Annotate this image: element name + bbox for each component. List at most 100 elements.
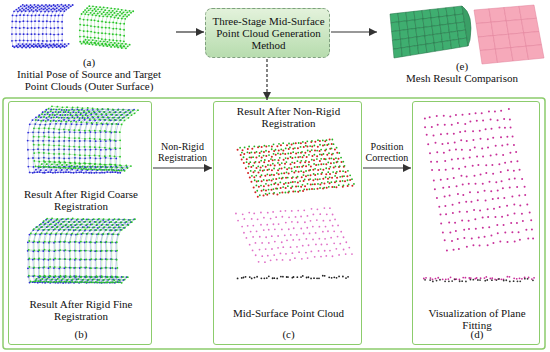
cloud-point xyxy=(119,227,121,229)
cloud-point xyxy=(54,172,56,174)
cloud-point xyxy=(107,41,109,43)
cloud-point xyxy=(88,279,90,281)
cloud-point xyxy=(69,258,71,260)
cloud-point xyxy=(304,179,306,181)
cloud-mesh-line xyxy=(39,219,57,282)
cloud-point xyxy=(101,43,103,45)
cloud-point xyxy=(308,161,310,163)
cloud-point xyxy=(63,145,65,147)
cloud-mesh-line xyxy=(47,218,135,220)
cloud-point xyxy=(268,145,270,147)
cloud-point xyxy=(243,162,245,164)
cloud-point xyxy=(35,117,37,119)
cloud-point xyxy=(248,166,250,168)
cloud-point xyxy=(22,43,24,45)
cloud-point xyxy=(66,169,68,171)
cloud-point xyxy=(106,123,108,125)
cloud-point xyxy=(349,179,351,181)
cloud-point xyxy=(47,225,49,227)
cloud-point xyxy=(286,172,288,174)
cloud-point xyxy=(51,217,53,219)
cloud-point xyxy=(70,162,72,164)
cloud-point xyxy=(114,119,116,121)
cloud-point xyxy=(300,152,302,154)
cloud-point xyxy=(276,193,278,195)
cloud-point xyxy=(84,221,86,223)
cloud-point xyxy=(57,34,59,36)
cloud-point xyxy=(53,20,55,22)
cloud-point xyxy=(305,170,307,172)
cloud-point xyxy=(84,138,86,140)
cloud-point xyxy=(271,169,273,171)
cloud-point xyxy=(104,130,106,132)
cloud-point xyxy=(263,155,265,157)
cloud-point xyxy=(330,162,332,164)
cloud-point xyxy=(35,14,37,16)
cloud-point xyxy=(281,177,283,179)
cloud-point xyxy=(106,12,108,14)
cloud-point xyxy=(46,218,48,220)
cloud-point xyxy=(268,151,270,153)
cloud-point xyxy=(116,40,118,42)
cloud-point xyxy=(88,169,90,171)
cloud-point xyxy=(61,21,63,23)
cloud-point xyxy=(294,162,296,164)
cloud-point xyxy=(112,33,114,35)
cloud-point xyxy=(59,249,61,251)
cloud-point xyxy=(46,20,48,22)
cloud-point xyxy=(263,169,265,171)
cloud-point xyxy=(118,233,120,235)
cloud-point xyxy=(99,172,101,174)
cloud-point xyxy=(109,131,111,133)
cloud-point xyxy=(121,124,123,126)
cloud-point xyxy=(95,6,97,8)
cloud-point xyxy=(326,187,328,189)
cloud-point xyxy=(46,14,48,16)
cloud-point xyxy=(29,234,31,236)
cloud-point xyxy=(90,31,92,33)
cloud-point xyxy=(327,178,329,180)
cloud-point xyxy=(263,161,265,163)
cloud-point xyxy=(86,42,88,44)
cloud-point xyxy=(294,156,296,158)
cloud-point xyxy=(43,5,45,7)
cloud-point xyxy=(286,168,288,170)
cloud-point xyxy=(58,153,60,155)
cloud-point xyxy=(108,218,110,220)
cloud-point xyxy=(97,13,99,15)
cloud-point xyxy=(99,45,101,47)
cloud-point xyxy=(99,130,101,132)
cloud-mesh-line xyxy=(20,5,31,47)
cloud-point xyxy=(124,227,126,229)
cloud-point xyxy=(104,241,106,243)
cloud-point xyxy=(119,156,121,158)
cloud-point xyxy=(101,27,103,29)
cloud-point xyxy=(37,4,39,6)
cloud-point xyxy=(29,43,31,45)
cloud-point xyxy=(96,169,98,171)
cloud-mesh-line xyxy=(80,19,124,24)
point-cloud xyxy=(237,138,354,197)
cloud-point xyxy=(282,177,284,179)
cloud-point xyxy=(21,47,23,49)
cloud-point xyxy=(96,276,98,278)
cloud-point xyxy=(331,177,333,179)
cloud-point xyxy=(19,40,21,42)
cloud-point xyxy=(299,156,301,158)
cloud-point xyxy=(71,169,73,171)
cloud-point xyxy=(54,281,56,283)
cloud-point xyxy=(54,162,56,164)
cloud-point xyxy=(109,44,111,46)
cloud-point xyxy=(84,9,86,11)
cloud-point xyxy=(54,9,56,11)
cloud-point xyxy=(270,164,272,166)
cloud-point xyxy=(105,267,107,269)
cloud-point xyxy=(30,281,32,283)
cloud-point xyxy=(100,169,102,171)
cloud-point xyxy=(50,5,52,7)
cloud-point xyxy=(34,20,36,22)
cloud-point xyxy=(78,171,80,173)
cloud-point xyxy=(62,167,64,169)
cloud-point xyxy=(331,186,333,188)
cloud-point xyxy=(97,42,99,44)
